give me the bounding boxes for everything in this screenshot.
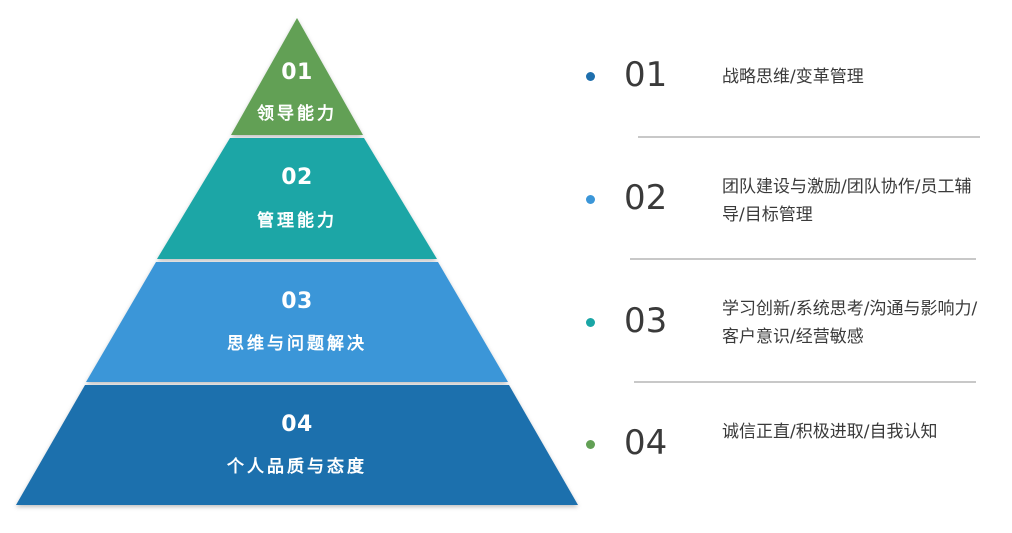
list-item-1-text: 战略思维/变革管理 (722, 67, 864, 87)
pyramid-diagram (16, 18, 578, 505)
list-item-3-text: 学习创新/系统思考/沟通与影响力/客户意识/经营敏感 (722, 299, 978, 347)
divider-1 (638, 136, 980, 138)
pyramid-tier-3-label: 思维与问题解决 (227, 334, 367, 354)
pyramid-tier-4-label: 个人品质与态度 (227, 457, 367, 477)
pyramid-tier-2-shape (157, 138, 437, 259)
list-item-4-number: 04 (624, 423, 668, 463)
bullet-dot-icon (586, 318, 595, 327)
bullet-dot-icon (586, 72, 595, 81)
pyramid-tier-4-shape (16, 385, 578, 505)
list-item-4-text: 诚信正直/积极进取/自我认知 (722, 422, 938, 442)
bullet-dot-icon (586, 195, 595, 204)
pyramid-tier-2-number: 02 (281, 165, 313, 190)
pyramid-tier-1-number: 01 (281, 60, 313, 85)
pyramid-tier-1-label: 领导能力 (257, 104, 337, 124)
pyramid-tier-2-label: 管理能力 (257, 211, 337, 231)
pyramid-tier-1-shape (231, 18, 363, 135)
bullet-dot-icon (586, 440, 595, 449)
pyramid-tier-3-shape (86, 262, 508, 382)
list-item-2-number: 02 (624, 178, 668, 218)
list-item-3-number: 03 (624, 301, 668, 341)
pyramid-tier-4-number: 04 (281, 412, 313, 437)
divider-3 (634, 381, 976, 383)
list-item-1-number: 01 (624, 55, 668, 95)
divider-2 (630, 258, 976, 260)
list-item-2-text: 团队建设与激励/团队协作/员工辅导/目标管理 (722, 177, 972, 225)
pyramid-tier-3-number: 03 (281, 289, 313, 314)
